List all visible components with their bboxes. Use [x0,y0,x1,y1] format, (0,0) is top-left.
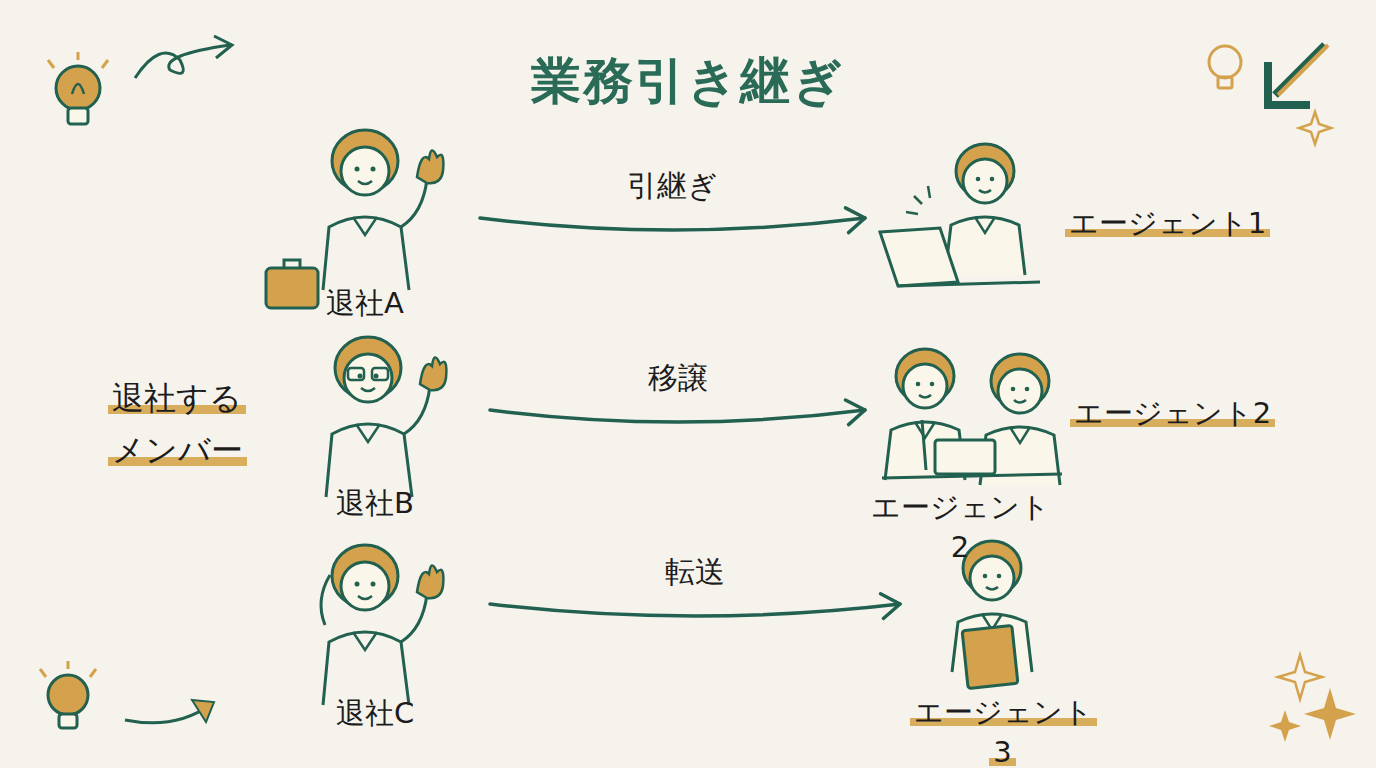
label-text: エージェント1 [1065,206,1270,240]
agent-label: エージェント3 [910,692,1095,768]
table [882,474,1062,478]
agent-label: エージェント2 [1065,393,1280,433]
laptop [880,228,958,286]
label-text: エージェント2 [1070,396,1275,430]
filament [72,84,84,94]
member-figure [323,545,443,705]
lightbulb [40,661,96,728]
side-label: 退社する メンバー [108,372,278,476]
sparkle [1299,112,1331,144]
edge-label: 引継ぎ [573,166,773,206]
arrow-head [845,208,865,233]
label-text: 退社A [326,286,404,320]
edge-label: 転送 [595,552,795,592]
corner-arrow-fill [1278,45,1328,95]
bulb [56,66,100,110]
desk [898,282,1040,286]
glasses [348,368,364,380]
arrow-head [845,400,865,425]
lightbulb [1209,46,1241,88]
glasses [372,368,388,380]
rays [40,661,96,677]
node-label: 退社A [290,283,440,323]
label-text: エージェント2 [871,490,1050,564]
agent-figure [945,144,1025,275]
bulb [48,675,88,715]
tie [922,420,926,470]
tablet [935,440,995,474]
bulb-base [68,108,88,124]
label-text: 退社C [336,696,414,730]
flow-arrow [490,400,865,425]
agent-label: エージェント1 [1060,203,1275,243]
label-text: 退社する メンバー [108,379,247,469]
diagram-title: 業務引き継ぎ [388,48,988,115]
arrow-head [214,36,232,58]
person-node: 退社C [290,545,460,735]
arrow-line [480,218,865,230]
arrow-head [192,700,214,722]
flow-arrow [490,594,900,619]
member-figure [326,337,446,497]
label-text: エージェント3 [910,695,1097,768]
swirl-arrow [135,45,230,78]
rays [48,52,108,68]
briefcase [266,268,318,308]
ponytail [321,575,330,625]
folder [962,626,1018,689]
label-text: 退社B [336,486,414,520]
person-node: エージェント1 [870,135,1280,285]
person-node: エージェント2エージェント2 [870,345,1280,525]
bulb-base [1218,77,1232,88]
sparkle [1304,688,1356,740]
flow-arrow [480,208,865,233]
bulb [1209,46,1241,78]
node-label: 退社C [300,693,450,733]
briefcase-handle [284,260,300,268]
arrow-line [490,410,865,422]
node-label: 退社B [300,483,450,523]
arrow-line [490,604,900,616]
sparkle [1269,710,1301,742]
arrow-head [881,594,900,619]
spark-lines [906,186,930,214]
lightbulb [48,52,108,124]
sparkle [1278,655,1322,699]
node-label: エージェント2 [870,487,1050,567]
edge-label: 移譲 [578,358,778,398]
person-node: 退社B [290,335,460,525]
person-node: エージェント3 [905,540,1100,735]
bulb-base [59,714,77,728]
member-figure [323,130,443,290]
person-node: 退社A [280,125,450,325]
